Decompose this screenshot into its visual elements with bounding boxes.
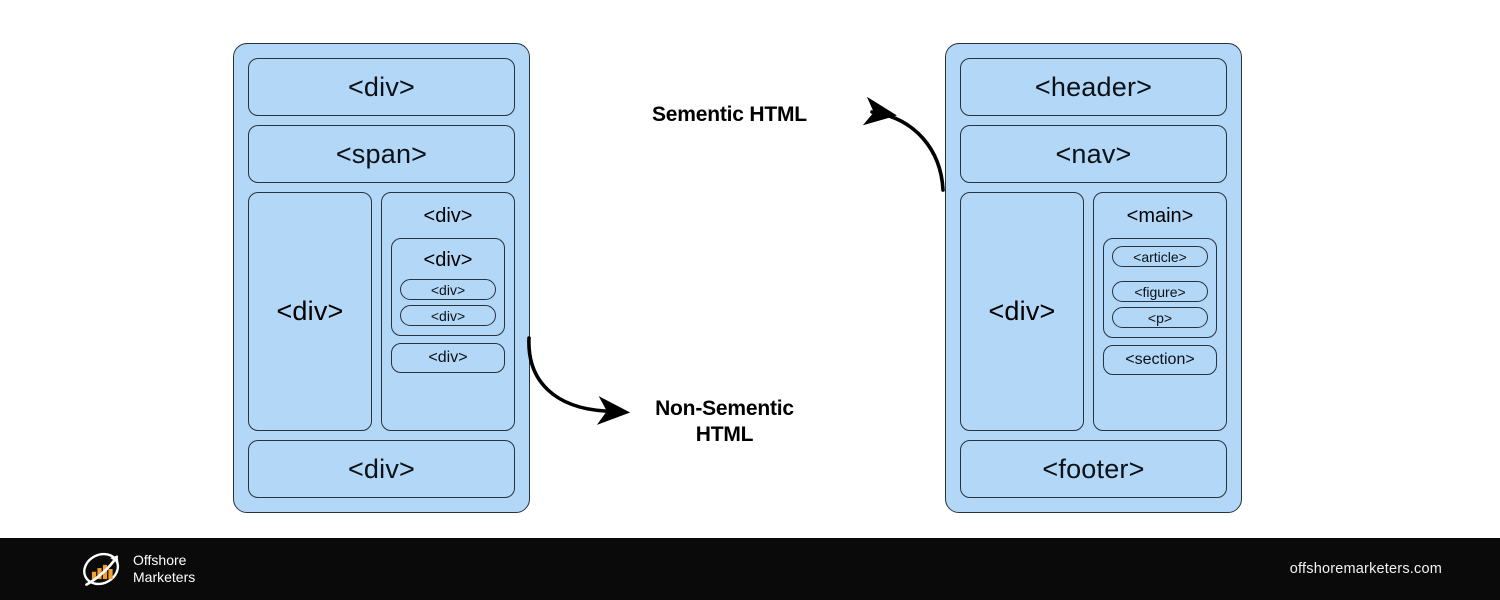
right-section-item: <section> <box>1103 345 1217 375</box>
right-pill-p: <p> <box>1112 307 1208 328</box>
footer-bar: Offshore Marketers offshoremarketers.com <box>0 538 1500 600</box>
right-pill-figure: <figure> <box>1112 281 1208 302</box>
left-trailing-div: <div> <box>391 343 505 373</box>
site-url: offshoremarketers.com <box>1289 561 1442 577</box>
right-sidebar-div: <div> <box>960 192 1084 431</box>
right-row-nav: <nav> <box>960 125 1227 183</box>
right-main-label: <main> <box>1126 204 1194 227</box>
non-semantic-panel: <div> <span> <div> <div> <div> <div> <di… <box>233 43 530 513</box>
right-row-footer: <footer> <box>960 440 1227 498</box>
left-row-div-1: <div> <box>248 58 515 116</box>
left-sidebar-div: <div> <box>248 192 372 431</box>
right-middle-area: <div> <main> <article> <figure> <p> <sec… <box>960 192 1227 431</box>
left-row-div-bottom: <div> <box>248 440 515 498</box>
brand-lockup: Offshore Marketers <box>80 547 195 591</box>
right-nested-group: <article> <figure> <p> <box>1103 238 1217 338</box>
offshore-marketers-logo-icon <box>83 552 120 586</box>
left-nested-pill-1: <div> <box>400 279 496 300</box>
left-content-label: <div> <box>423 204 473 227</box>
right-pill-article: <article> <box>1112 246 1208 267</box>
left-nested-label: <div> <box>423 248 473 271</box>
semantic-panel: <header> <nav> <div> <main> <article> <f… <box>945 43 1242 513</box>
left-middle-area: <div> <div> <div> <div> <div> <div> <box>248 192 515 431</box>
left-row-span: <span> <box>248 125 515 183</box>
left-nested-div-group: <div> <div> <div> <box>391 238 505 336</box>
arrow-to-semantic <box>862 96 945 192</box>
left-nested-pill-2: <div> <box>400 305 496 326</box>
label-non-semantic-html: Non-Sementic HTML <box>655 397 794 447</box>
left-content-div: <div> <div> <div> <div> <div> <box>381 192 515 431</box>
right-main-block: <main> <article> <figure> <p> <section> <box>1093 192 1227 431</box>
brand-name: Offshore Marketers <box>133 551 196 585</box>
arrow-to-non-semantic <box>527 336 631 425</box>
right-row-header: <header> <box>960 58 1227 116</box>
label-semantic-html: Sementic HTML <box>652 103 807 126</box>
